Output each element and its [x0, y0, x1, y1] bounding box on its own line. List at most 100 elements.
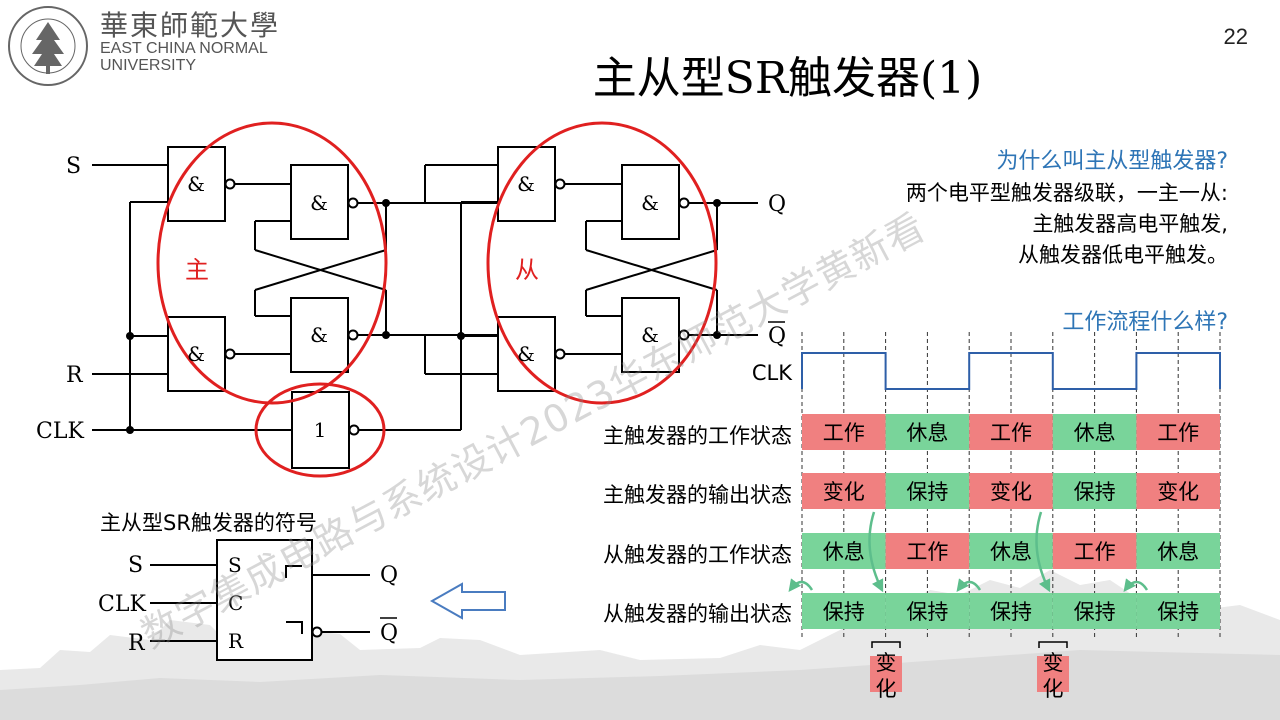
slide-title: 主从型SR触发器(1)	[592, 53, 983, 104]
change-marker-char: 化	[1043, 677, 1064, 701]
output-q-label: Q	[768, 192, 786, 217]
timing-cell-text: 休息	[1074, 421, 1116, 445]
gate-and-4: &	[310, 323, 328, 347]
transfer-arrow-icon	[868, 511, 884, 593]
timing-row-label-1: 主触发器的输出状态	[603, 483, 792, 507]
answer-text: 两个电平型触发器级联，一主一从: 主触发器高电平触发, 从触发器低电平触发。	[906, 178, 1228, 271]
timing-cell-text: 工作	[1074, 540, 1116, 564]
timing-cell-text: 变化	[990, 480, 1032, 504]
transfer-arrow-icon	[1035, 511, 1051, 593]
change-marker-char: 化	[876, 677, 897, 701]
symbol-outer-clk: CLK	[98, 592, 146, 617]
master-circle	[156, 121, 388, 405]
timing-row-label-2: 从触发器的工作状态	[603, 543, 792, 567]
gate-and-1: &	[187, 172, 205, 196]
timing-cell-text: 变化	[823, 480, 865, 504]
input-s-label: S	[66, 154, 81, 179]
timing-cell-text: 工作	[1157, 421, 1199, 445]
timing-cell	[802, 414, 886, 450]
logo-english-line1: EAST CHINA NORMAL	[100, 40, 268, 57]
change-bracket	[871, 641, 901, 648]
gate-and-3: &	[310, 191, 328, 215]
timing-cell	[1052, 414, 1137, 450]
gate-and-6: &	[517, 342, 535, 366]
timing-cell-text: 保持	[906, 600, 948, 624]
question-workflow: 工作流程什么样?	[1062, 310, 1228, 335]
timing-cell	[1136, 533, 1220, 569]
timing-cell-text: 保持	[1074, 600, 1116, 624]
sr-symbol-box	[216, 539, 313, 661]
gate-and-8: &	[641, 323, 659, 347]
timing-cell	[969, 414, 1053, 450]
timing-cell	[1052, 473, 1137, 509]
hold-arrow-icon	[1123, 578, 1149, 592]
slave-circle	[486, 121, 718, 405]
input-clk-label: CLK	[36, 419, 84, 444]
page-number: 22	[1223, 24, 1248, 49]
symbol-outer-s: S	[128, 553, 143, 578]
symbol-out-qbar: Q	[380, 621, 398, 646]
answer-line-1: 两个电平型触发器级联，一主一从:	[905, 181, 1228, 205]
clk-waveform	[801, 352, 1221, 390]
change-marker-char: 变	[876, 651, 897, 675]
timing-cell-text: 休息	[1157, 540, 1199, 564]
timing-cell	[885, 414, 970, 450]
timing-cell-text: 保持	[1157, 600, 1199, 624]
timing-cell	[885, 533, 970, 569]
hold-arrow-icon	[788, 578, 814, 592]
timing-row-label-3: 从触发器的输出状态	[603, 602, 792, 626]
symbol-pin-r: R	[228, 629, 244, 653]
master-label: 主	[185, 256, 209, 284]
university-seal-logo	[8, 6, 88, 86]
logo-english-name: EAST CHINA NORMAL UNIVERSITY	[100, 40, 268, 74]
timing-cell-text: 工作	[906, 540, 948, 564]
timing-cell	[885, 473, 970, 509]
slave-label: 从	[515, 256, 539, 284]
timing-cell-text: 休息	[906, 421, 948, 445]
answer-line-2: 主触发器高电平触发,	[1032, 212, 1228, 236]
change-marker-char: 变	[1043, 651, 1064, 675]
symbol-caption: 主从型SR触发器的符号	[100, 511, 317, 535]
timing-cell	[969, 473, 1053, 509]
gate-not-label: 1	[314, 418, 327, 442]
hollow-left-arrow-icon	[429, 582, 506, 620]
logo-english-line2: UNIVERSITY	[100, 57, 197, 74]
timing-cell-text: 保持	[906, 480, 948, 504]
not-gate-circle	[254, 382, 386, 478]
timing-row-label-0: 主触发器的工作状态	[603, 424, 792, 448]
symbol-outer-r: R	[128, 631, 146, 656]
output-qbar-label: Q	[768, 324, 786, 349]
change-marker-box	[870, 656, 902, 692]
timing-cell	[1052, 593, 1137, 629]
change-marker-box	[1037, 656, 1069, 692]
timing-diagram: 工作休息工作休息工作变化保持变化保持变化休息工作休息工作休息保持保持保持保持保持…	[788, 332, 1221, 701]
timing-cell	[802, 473, 886, 509]
timing-cell	[969, 593, 1053, 629]
timing-cell-text: 保持	[823, 600, 865, 624]
hold-arrow-icon	[956, 578, 982, 592]
gate-and-5: &	[517, 172, 535, 196]
question-why-master-slave: 为什么叫主从型触发器?	[996, 149, 1228, 174]
timing-cell-text: 休息	[823, 540, 865, 564]
logo-chinese-name: 華東師範大學	[100, 9, 281, 42]
timing-cell	[1052, 533, 1137, 569]
timing-cell	[802, 593, 886, 629]
timing-cell	[1136, 593, 1220, 629]
timing-cell-text: 休息	[990, 540, 1032, 564]
change-bracket	[1038, 641, 1068, 648]
gate-and-2: &	[187, 342, 205, 366]
symbol-pin-c: C	[228, 591, 243, 615]
timing-cell	[1136, 414, 1220, 450]
timing-cell-text: 保持	[990, 600, 1032, 624]
gate-and-7: &	[641, 191, 659, 215]
timing-cell-text: 工作	[990, 421, 1032, 445]
timing-clk-label: CLK	[751, 361, 792, 385]
input-r-label: R	[66, 363, 84, 388]
symbol-pin-s: S	[228, 553, 242, 577]
timing-cell-text: 保持	[1074, 480, 1116, 504]
timing-cell-text: 变化	[1157, 480, 1199, 504]
answer-line-3: 从触发器低电平触发。	[1018, 243, 1228, 267]
timing-cell-text: 工作	[823, 421, 865, 445]
timing-cell	[1136, 473, 1220, 509]
